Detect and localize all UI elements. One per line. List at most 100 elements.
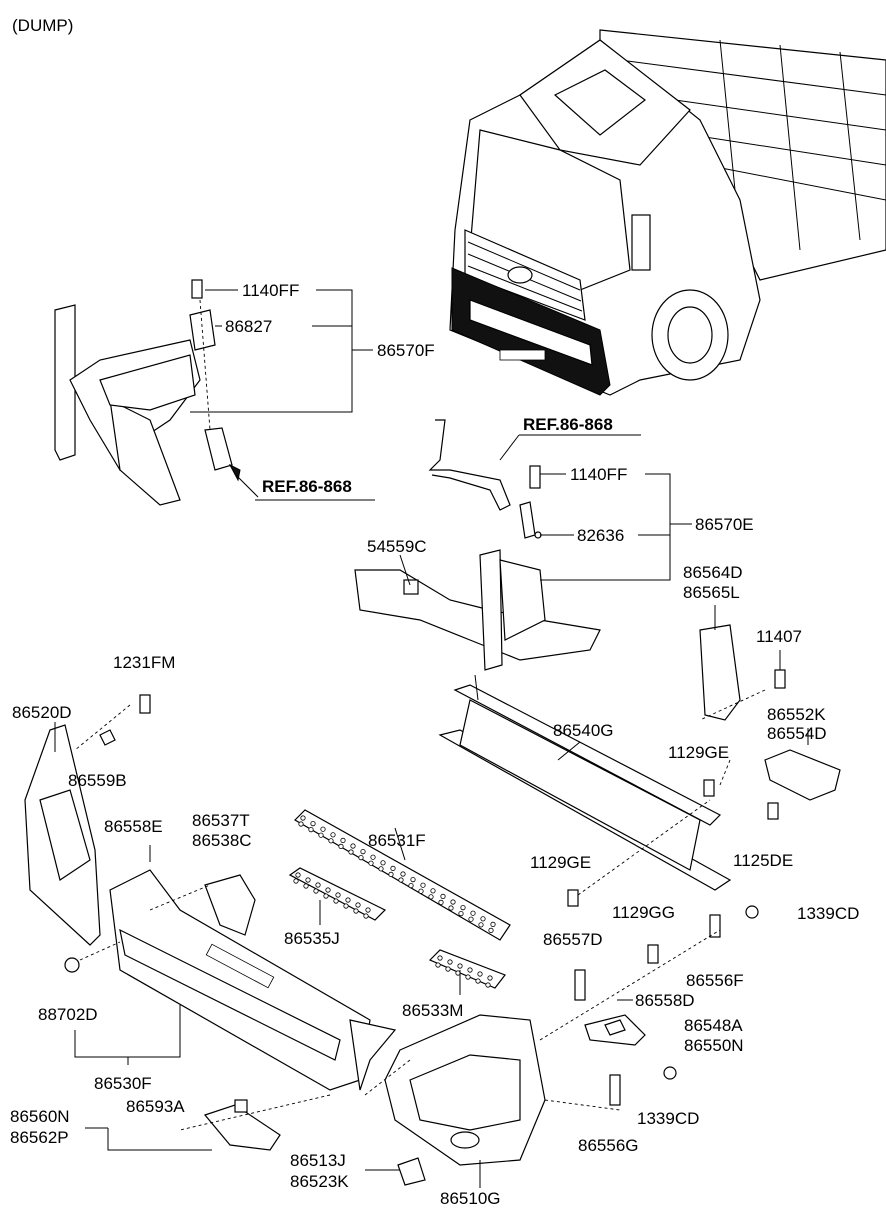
perforation-hole (318, 832, 324, 838)
label-1140FF-mid: 1140FF (570, 465, 627, 484)
perforation-hole (305, 877, 311, 883)
perforation-hole (308, 826, 314, 833)
bracket-86552K (764, 728, 841, 820)
perforation-hole (447, 959, 453, 965)
perforation-hole (363, 913, 369, 919)
label-86827: 86827 (225, 317, 272, 336)
perforation-hole (360, 848, 366, 855)
label-86562P: 86562P (10, 1128, 69, 1147)
perforation-hole (345, 897, 351, 903)
label-86513J: 86513J (290, 1151, 346, 1170)
perforation-hole (468, 916, 474, 922)
label-86593A: 86593A (126, 1097, 185, 1116)
perforation-hole (398, 877, 404, 883)
label-86570F: 86570F (377, 341, 435, 360)
label-86557D: 86557D (543, 930, 603, 949)
perforation-hole (335, 892, 341, 898)
end-piece-86560N (85, 1099, 281, 1151)
perforation-hole (408, 882, 414, 889)
perforation-hole (410, 876, 416, 883)
mesh-86533M (428, 949, 506, 989)
perforation-hole (490, 921, 496, 928)
perforation-hole (328, 838, 334, 844)
side-cover-86520D (24, 694, 151, 946)
variant-label: (DUMP) (12, 16, 73, 35)
perforation-hole (458, 910, 464, 917)
perforation-hole (353, 908, 359, 914)
label-86558E: 86558E (104, 817, 163, 836)
perforation-hole (418, 888, 424, 894)
perforation-hole (430, 888, 436, 894)
label-86554D: 86554D (767, 724, 827, 743)
label-1129GE-center: 1129GE (530, 853, 591, 872)
perforation-hole (310, 820, 316, 827)
label-1339CD-right: 1339CD (797, 904, 859, 923)
label-ref-center: REF.86-868 (523, 415, 613, 434)
label-1125DE: 1125DE (733, 851, 793, 870)
label-86510G: 86510G (440, 1189, 501, 1208)
center-bumper-86530F (64, 845, 397, 1091)
label-86559B: 86559B (68, 771, 127, 790)
label-1129GG: 1129GG (612, 903, 675, 922)
perforation-hole (320, 826, 326, 832)
perforation-hole (358, 854, 364, 861)
label-82636: 82636 (577, 526, 624, 545)
perforation-hole (315, 882, 321, 888)
leader-86570E (399, 434, 692, 586)
perforation-hole (485, 982, 491, 988)
perforation-hole (368, 860, 374, 866)
mesh-86531F (294, 809, 511, 941)
perforation-hole (293, 878, 299, 884)
perforation-hole (295, 872, 301, 878)
perforation-hole (303, 883, 309, 889)
perforation-hole (438, 899, 444, 906)
bracket-86570E (354, 419, 601, 671)
label-86535J: 86535J (284, 929, 340, 948)
label-1129GE-right: 1129GE (668, 743, 729, 762)
label-86560N: 86560N (10, 1107, 70, 1126)
perforation-hole (448, 905, 454, 911)
perforation-hole (475, 978, 481, 984)
label-86548A: 86548A (684, 1016, 743, 1035)
label-86531F: 86531F (368, 831, 426, 850)
label-86530F: 86530F (94, 1074, 152, 1093)
perforation-hole (390, 865, 396, 872)
bracket-86570F (54, 279, 233, 506)
mesh-86535J (288, 867, 387, 921)
perforation-hole (348, 849, 354, 855)
truck-illustration (449, 29, 886, 396)
perforation-hole (477, 971, 483, 977)
crossmember-86540G (438, 674, 732, 907)
corner-86510G (384, 1014, 546, 1186)
perforation-hole (338, 843, 344, 850)
label-54559C: 54559C (367, 537, 427, 556)
perforation-hole (435, 962, 441, 968)
label-1339CD-bottom: 1339CD (637, 1109, 699, 1128)
perforation-hole (330, 832, 336, 838)
perforation-hole (380, 860, 386, 866)
label-86556G: 86556G (578, 1136, 639, 1155)
corner-brackets (539, 905, 759, 1111)
label-86558D: 86558D (635, 991, 695, 1010)
perforation-hole (343, 903, 349, 909)
perforation-hole (457, 963, 463, 969)
perforation-hole (487, 975, 493, 981)
label-86556F: 86556F (686, 971, 744, 990)
perforation-hole (445, 966, 451, 972)
perforation-hole (325, 887, 331, 893)
perforation-hole (388, 871, 394, 878)
perforation-hole (340, 837, 346, 844)
perforation-hole (480, 916, 486, 922)
perforation-hole (478, 922, 484, 928)
perforation-hole (333, 898, 339, 904)
perforation-hole (400, 871, 406, 877)
perforation-hole (350, 843, 356, 849)
perforation-hole (298, 821, 304, 827)
leader-86530F (74, 1005, 181, 1065)
bracket-86564D (699, 605, 786, 721)
perforation-hole (323, 893, 329, 899)
part-labels: (DUMP) 1140FF 86827 86570F REF.86-868 RE… (10, 16, 859, 1208)
perforation-hole (365, 907, 371, 913)
label-86537T: 86537T (192, 811, 250, 830)
